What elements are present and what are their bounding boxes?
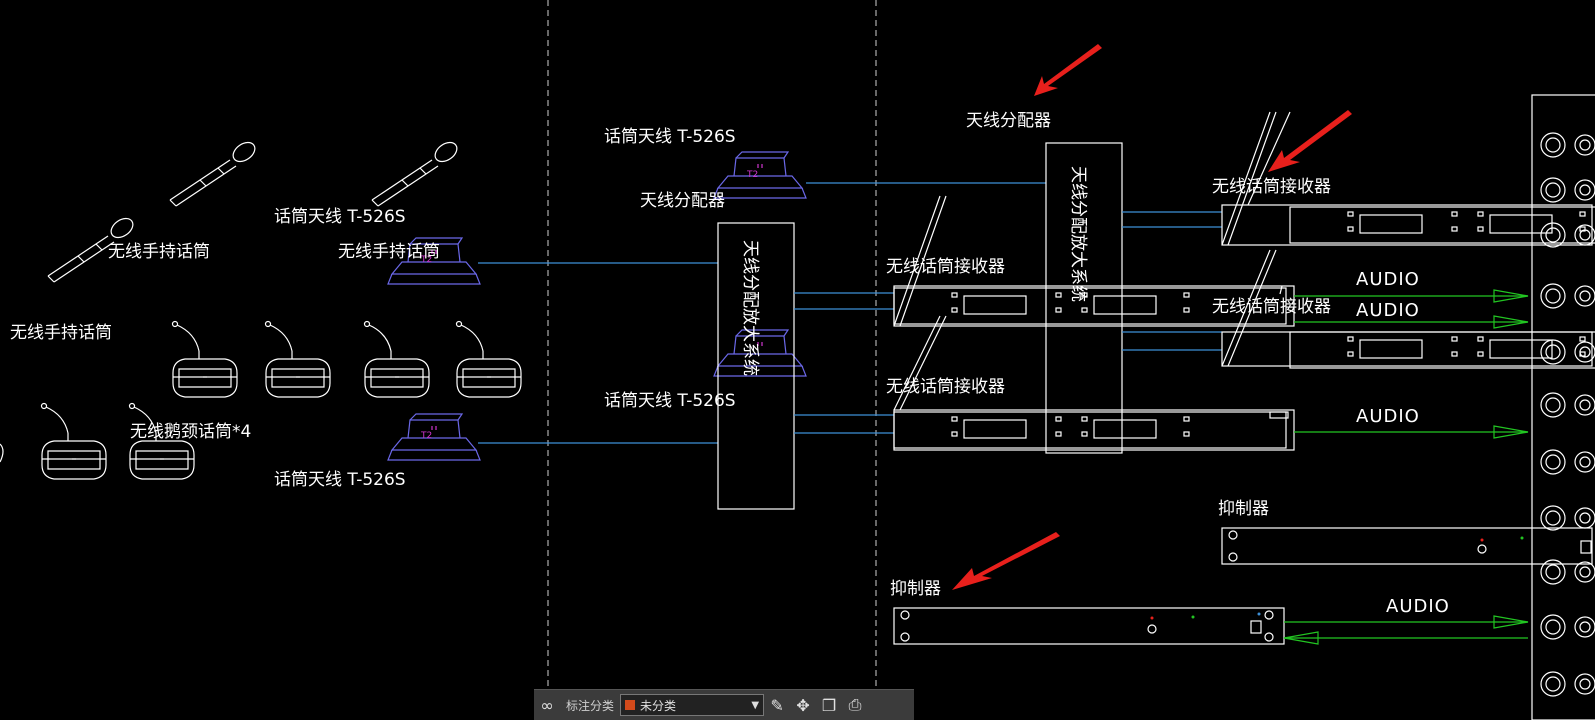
move-icon[interactable]: ✥ [796, 695, 810, 715]
splitter-amp-box-right[interactable] [1045, 142, 1123, 454]
gooseneck-mic-symbol[interactable] [455, 320, 522, 398]
receiver-unit[interactable] [893, 195, 1295, 327]
annotation-arrow [952, 532, 1060, 590]
layer-select[interactable]: 未分类 ▼ [620, 694, 765, 716]
mic-antenna-label: 话筒天线 T-526S [274, 470, 406, 490]
antenna-symbol[interactable] [713, 151, 807, 199]
antenna-tag: T2 [746, 170, 758, 180]
splitter-amp-label: 天线分配放大系统 [740, 240, 760, 376]
mic-antenna-label: 话筒天线 T-526S [604, 391, 736, 411]
receiver-label: 无线话筒接收器 [1212, 177, 1331, 197]
handheld-mic-symbol[interactable] [371, 137, 462, 207]
antenna-tag: T2 [420, 431, 432, 441]
annotation-arrow [1034, 44, 1102, 96]
edit-icon[interactable]: ✎ [770, 695, 784, 715]
receiver-label: 无线话筒接收器 [886, 257, 1005, 277]
receiver-unit[interactable] [1221, 111, 1595, 246]
gooseneck-mic-symbol[interactable] [363, 320, 430, 398]
receiver-unit[interactable] [1221, 249, 1595, 369]
audio-signal-line [1294, 289, 1529, 303]
layer-select-value: 未分类 [640, 698, 677, 713]
antenna-splitter-label: 天线分配器 [966, 111, 1051, 131]
link-icon[interactable]: ∞ [540, 695, 554, 715]
antenna-tag: T2 [420, 255, 432, 265]
layer-label: 标注分类 [566, 698, 615, 713]
gooseneck-mic-symbol[interactable] [0, 443, 4, 463]
suppressor-label: 抑制器 [890, 579, 941, 599]
mic-antenna-label: 话筒天线 T-526S [274, 207, 406, 227]
gooseneck-mic-symbol[interactable] [264, 320, 331, 398]
layer-color-swatch [625, 700, 636, 710]
receiver-unit[interactable] [893, 315, 1295, 451]
receiver-label: 无线话筒接收器 [886, 377, 1005, 397]
handheld-mic-label: 无线手持话筒 [108, 242, 210, 262]
receiver-label: 无线话筒接收器 [1212, 297, 1331, 317]
suppressor-unit[interactable] [1221, 527, 1593, 565]
suppressor-label: 抑制器 [1218, 499, 1269, 519]
antenna-splitter-label: 天线分配器 [640, 191, 725, 211]
copy-icon[interactable]: ❐ [821, 695, 837, 715]
audio-signal-line [1294, 425, 1529, 439]
chevron-down-icon: ▼ [751, 699, 760, 711]
annotation-toolbar: ∞ 标注分类 未分类 ▼ ✎ ✥ ❐ ⎙ [534, 689, 914, 720]
gooseneck-mic-symbol[interactable] [171, 320, 238, 398]
audio-label: AUDIO [1356, 406, 1420, 427]
antenna-symbol[interactable] [387, 413, 481, 461]
gooseneck-mic-label: 无线鹅颈话筒*4 [130, 422, 251, 442]
suppressor-unit[interactable] [893, 607, 1285, 645]
audio-signal-line [1283, 615, 1529, 645]
annotation-arrow [1268, 110, 1352, 172]
gooseneck-mic-symbol[interactable] [40, 402, 107, 480]
audio-label: AUDIO [1356, 269, 1420, 290]
audio-label: AUDIO [1356, 300, 1420, 321]
connector-panel[interactable] [1531, 94, 1595, 720]
handheld-mic-label: 无线手持话筒 [10, 323, 112, 343]
splitter-amp-label: 天线分配放大系统 [1068, 166, 1088, 302]
mic-antenna-label: 话筒天线 T-526S [604, 127, 736, 147]
print-icon[interactable]: ⎙ [848, 695, 862, 714]
audio-signal-line [1294, 315, 1529, 329]
handheld-mic-symbol[interactable] [169, 137, 260, 207]
handheld-mic-label: 无线手持话筒 [338, 242, 440, 262]
audio-label: AUDIO [1386, 596, 1450, 617]
splitter-amp-box-left[interactable] [717, 222, 795, 510]
